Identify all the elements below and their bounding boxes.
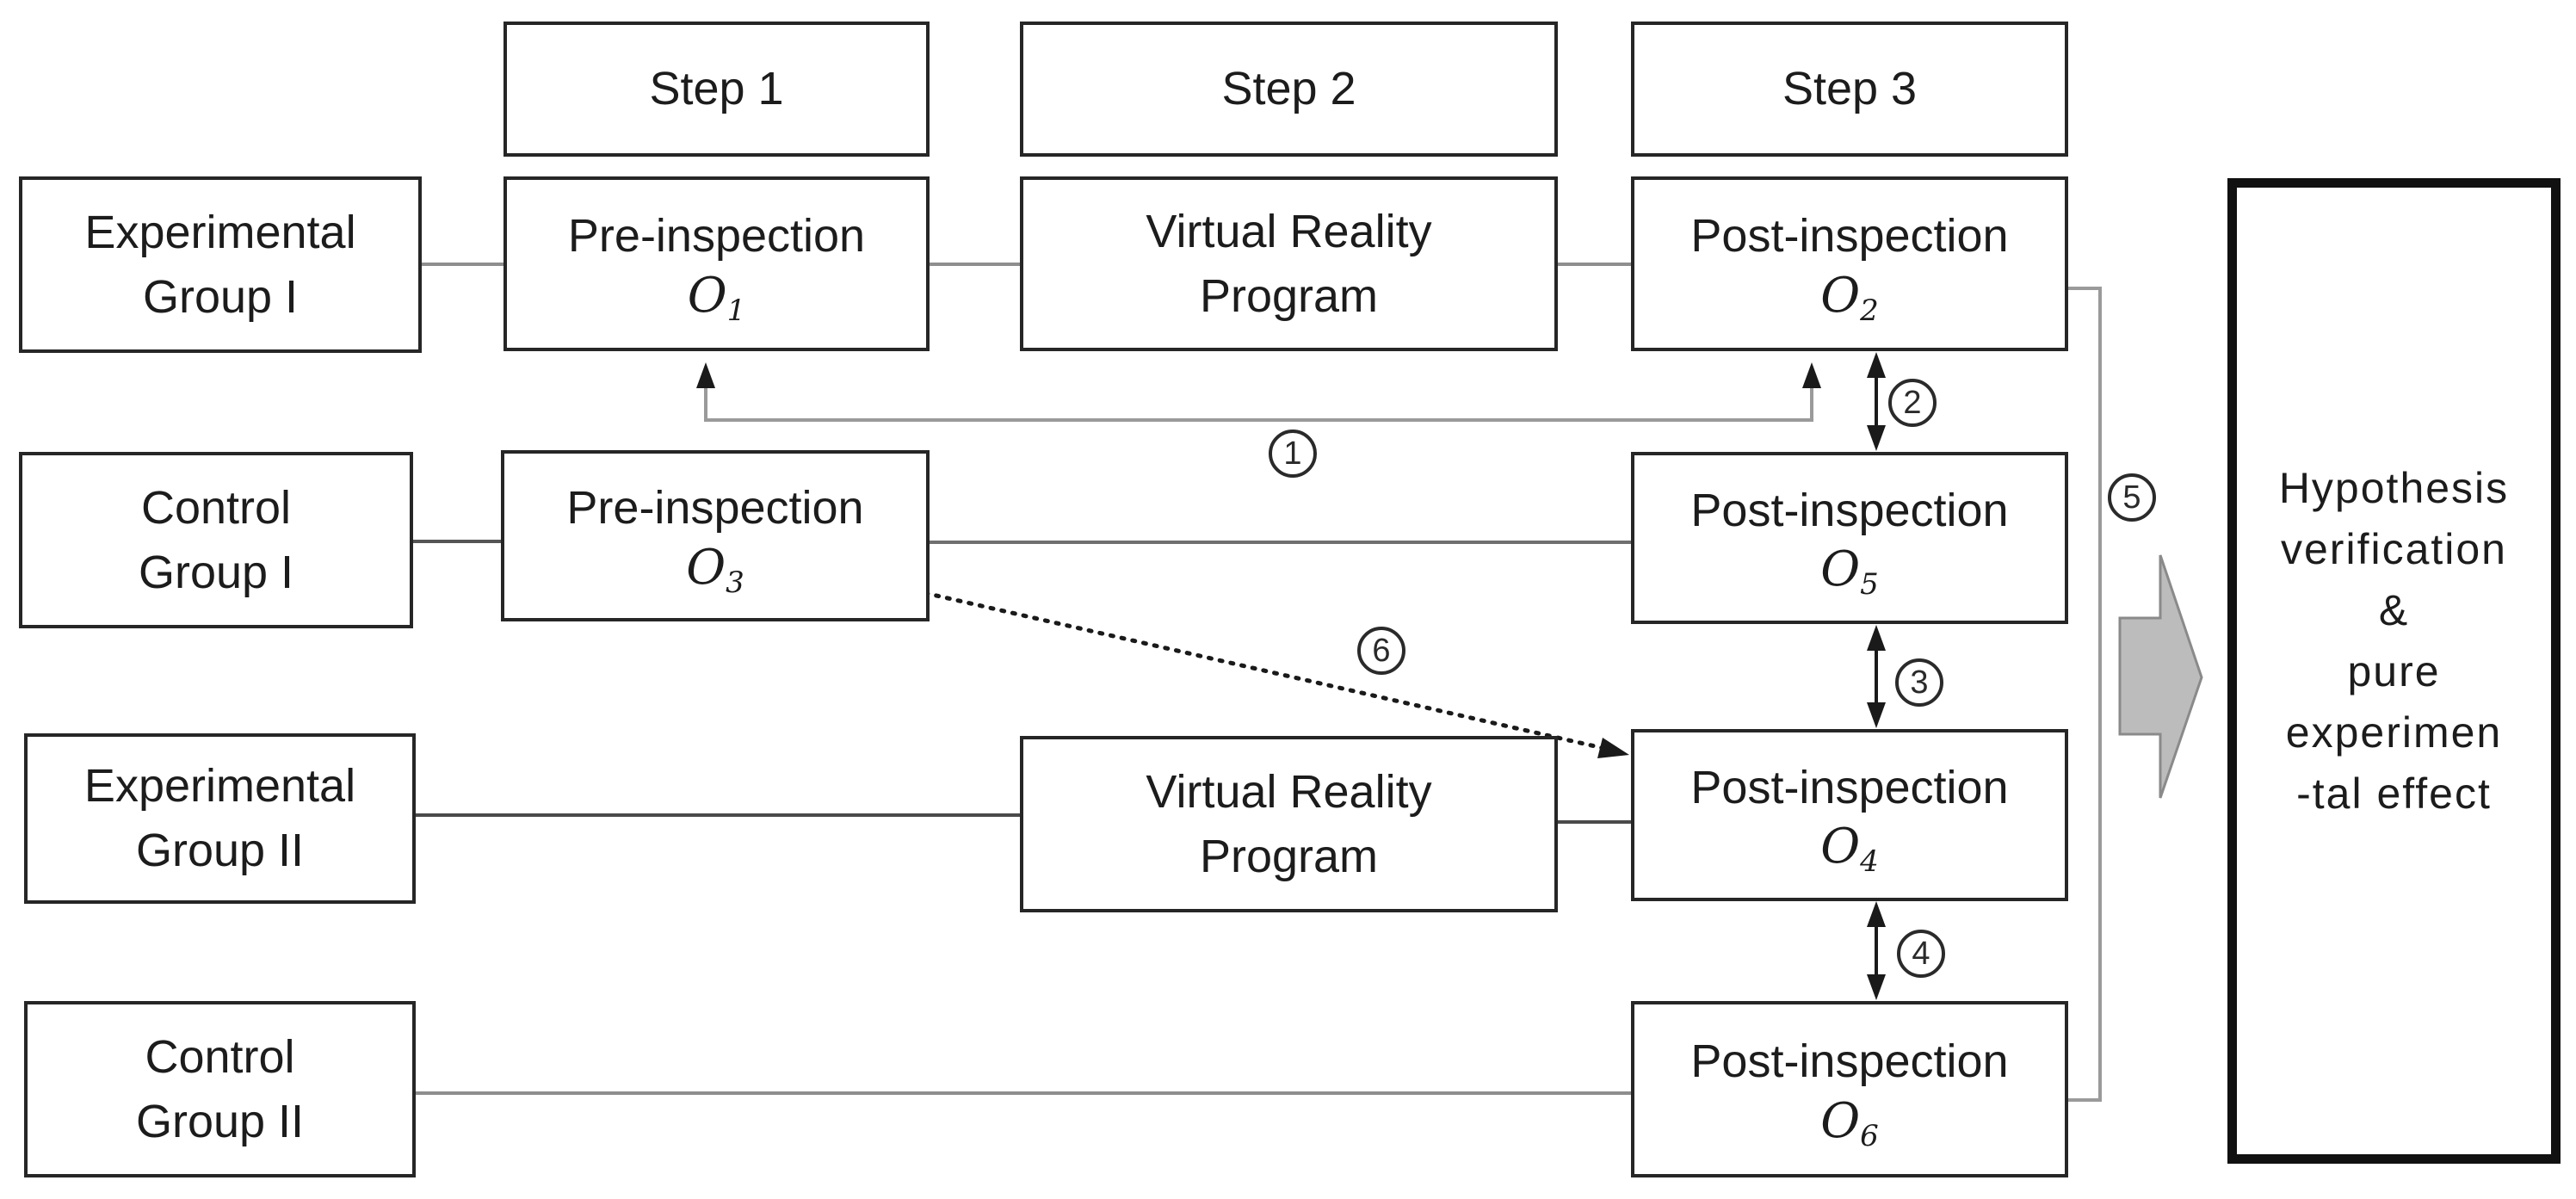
vr-program-2-line1: Virtual Reality [1146,765,1432,818]
comparison-6-arrowhead-icon [1597,738,1629,758]
post-inspection-o6-label: Post-inspection [1690,1035,2009,1088]
observation-symbol-o1: O1 [687,267,746,328]
post-inspection-o2-box: Post-inspection O2 [1631,176,2068,351]
observation-symbol-o3: O3 [686,539,744,600]
step-3-label: Step 3 [1782,63,1918,115]
post-inspection-o6-box: Post-inspection O6 [1631,1001,2068,1177]
comparison-1-arrowhead-right-icon [1802,362,1821,388]
comparison-3-arrowhead-down-icon [1867,702,1886,728]
virtual-reality-program-1-box: Virtual Reality Program [1020,176,1558,351]
observation-symbol-o4: O4 [1820,819,1879,880]
post-inspection-o4-box: Post-inspection O4 [1631,729,2068,901]
observation-symbol-o6: O6 [1820,1092,1879,1153]
result-line6: -tal effect [2296,769,2492,818]
result-line1: Hypothesis [2278,463,2510,512]
comparison-1-line [704,386,1813,422]
control-group-1-box: Control Group I [19,452,413,628]
comparison-6-line [923,590,1605,751]
experimental-group-1-line1: Experimental [84,206,356,258]
control-group-2-box: Control Group II [24,1001,416,1177]
experimental-group-2-line1: Experimental [83,760,356,813]
control-group-1-line1: Control [140,481,292,534]
pre-inspection-o1-label: Pre-inspection [567,210,866,263]
control-group-2-line1: Control [145,1030,295,1083]
step-1-label: Step 1 [649,63,784,115]
circled-number-4: 4 [1897,930,1945,978]
experimental-group-2-line2: Group II [135,825,305,876]
circled-number-1: 1 [1269,430,1317,478]
circled-number-5: 5 [2108,473,2156,522]
hypothesis-verification-box: Hypothesis verification & pure experimen… [2227,178,2561,1164]
control-group-2-line2: Group II [135,1095,305,1147]
step-2-header: Step 2 [1020,22,1558,157]
circled-number-6: 6 [1357,627,1405,675]
comparison-5-line [2066,287,2102,1102]
result-line5: experimen [2285,708,2503,757]
vr-program-2-line2: Program [1199,830,1379,882]
comparison-4-arrowhead-down-icon [1867,974,1886,1000]
result-line3: & [2378,585,2410,634]
control-group-1-line2: Group I [138,546,294,598]
experimental-group-1-box: Experimental Group I [19,176,422,353]
observation-symbol-o5: O5 [1820,541,1879,603]
pre-inspection-o3-label: Pre-inspection [566,482,864,535]
post-inspection-o4-label: Post-inspection [1690,761,2009,813]
comparison-1-arrowhead-left-icon [696,362,715,388]
comparison-2-arrowhead-down-icon [1867,425,1886,451]
step-1-header: Step 1 [503,22,930,157]
vr-program-1-line1: Virtual Reality [1146,205,1432,257]
circled-number-2: 2 [1888,379,1937,427]
pre-inspection-o1-box: Pre-inspection O1 [503,176,930,351]
experimental-group-1-line2: Group I [142,270,299,323]
comparison-3-arrowhead-up-icon [1867,625,1886,651]
step-3-header: Step 3 [1631,22,2068,157]
post-inspection-o5-label: Post-inspection [1690,484,2009,536]
result-line4: pure [2347,646,2441,695]
virtual-reality-program-2-box: Virtual Reality Program [1020,736,1558,912]
observation-symbol-o2: O2 [1820,267,1879,328]
step-2-label: Step 2 [1221,63,1356,115]
post-inspection-o2-label: Post-inspection [1690,210,2009,263]
comparison-4-arrowhead-up-icon [1867,901,1886,927]
result-block-arrow-icon [2118,554,2203,799]
pre-inspection-o3-box: Pre-inspection O3 [501,450,930,621]
experimental-group-2-box: Experimental Group II [24,733,416,904]
comparison-2-arrowhead-up-icon [1867,352,1886,378]
result-line2: verification [2281,524,2507,573]
vr-program-1-line2: Program [1199,269,1379,322]
circled-number-3: 3 [1895,658,1943,707]
post-inspection-o5-box: Post-inspection O5 [1631,452,2068,624]
